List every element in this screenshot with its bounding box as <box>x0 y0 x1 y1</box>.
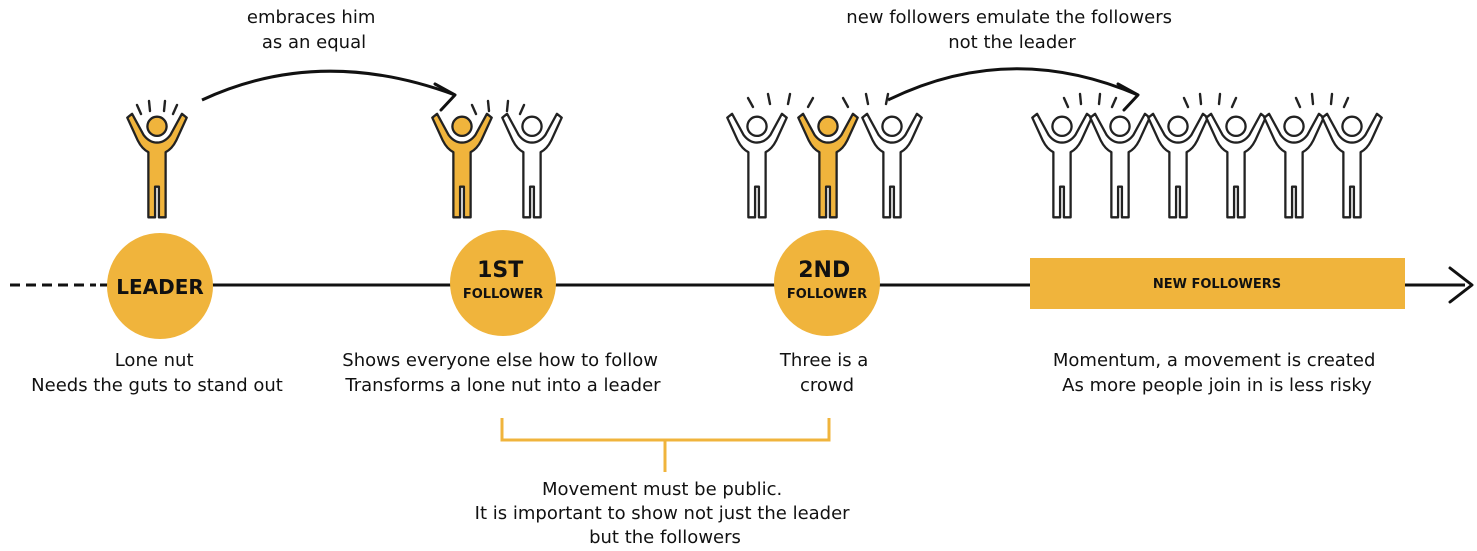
bracket <box>500 418 831 472</box>
first-follower-label: 1ST FOLLOWER <box>463 258 543 302</box>
bracket-note: Movement must be public. It is important… <box>475 479 856 548</box>
curved-arrow-head-icon <box>433 82 457 112</box>
leader-label: LEADER <box>116 275 204 299</box>
person-arms-up-icon <box>1147 112 1209 219</box>
top-annotation-right: new followers emulate the followers not … <box>846 7 1177 53</box>
people-groups <box>126 92 1383 219</box>
new-followers-label: NEW FOLLOWERS <box>1153 277 1281 292</box>
leader-circle <box>107 233 213 339</box>
person-arms-up-icon <box>1263 112 1325 219</box>
curved-arrow-icon <box>887 67 1139 102</box>
person-arms-up-icon <box>1321 112 1383 219</box>
person-arms-up-icon <box>1205 112 1267 219</box>
person-arms-up-icon <box>501 112 563 219</box>
excitement-rays-icon <box>135 99 179 116</box>
timeline-arrowhead-icon <box>1448 266 1474 304</box>
second-follower-label: 2ND FOLLOWER <box>787 258 867 302</box>
excitement-rays-icon <box>1062 92 1350 109</box>
leader-caption: Lone nut Needs the guts to stand out <box>31 350 283 396</box>
person-arms-up-icon <box>431 112 493 219</box>
curved-arrow-head-icon <box>1116 82 1140 112</box>
person-arms-up-icon <box>797 112 859 219</box>
person-arms-up-icon <box>1031 112 1093 219</box>
new-followers-bar <box>1030 258 1405 309</box>
person-arms-up-icon <box>861 112 923 219</box>
person-arms-up-icon <box>726 112 788 219</box>
excitement-rays-icon <box>470 99 526 116</box>
person-arms-up-icon <box>126 112 188 219</box>
first-follower-caption: Shows everyone else how to follow Transf… <box>342 350 663 396</box>
excitement-rays-icon <box>746 92 890 109</box>
new-followers-caption: Momentum, a movement is created As more … <box>1053 350 1381 396</box>
first-follower-circle <box>450 230 556 336</box>
person-arms-up-icon <box>1089 112 1151 219</box>
curved-arrow-icon <box>201 69 456 102</box>
top-annotation-left: embraces him as an equal <box>247 7 381 53</box>
second-follower-circle <box>774 230 880 336</box>
second-follower-caption: Three is a crowd <box>779 350 874 396</box>
